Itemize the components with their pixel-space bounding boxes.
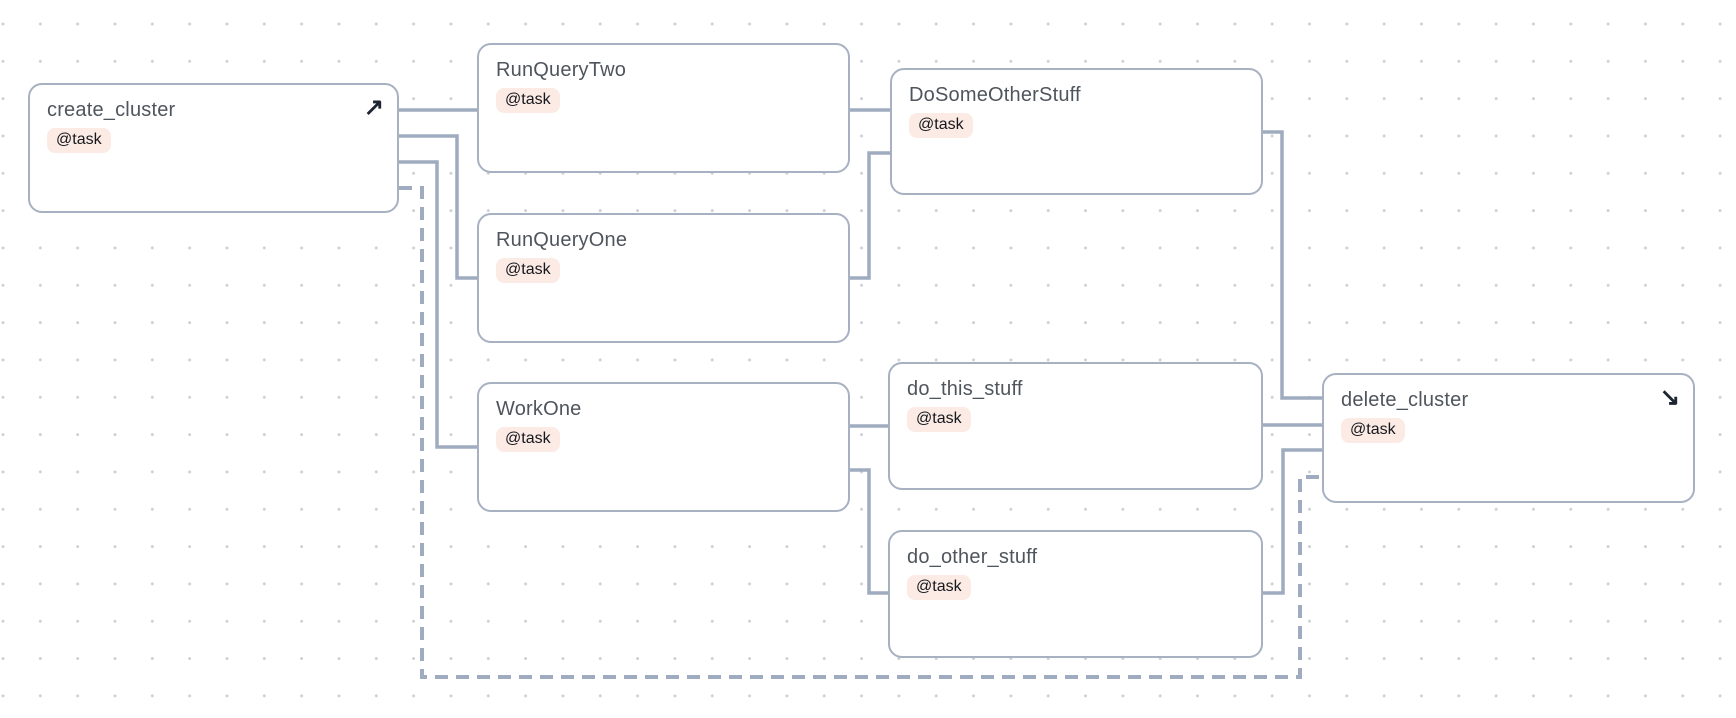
edge-create_cluster-to-RunQueryOne <box>399 134 477 280</box>
task-decorator-badge: @task <box>496 88 560 113</box>
task-title: DoSomeOtherStuff <box>909 84 1081 106</box>
task-decorator-badge: @task <box>47 128 111 153</box>
task-decorator-badge: @task <box>909 113 973 138</box>
task-title: RunQueryTwo <box>496 59 627 81</box>
task-node-delete-cluster[interactable]: delete_cluster @task ↘ <box>1322 373 1695 503</box>
task-title: delete_cluster <box>1341 389 1469 411</box>
edge-DoSomeOtherStuff-to-delete_cluster <box>1263 130 1322 400</box>
task-title: do_other_stuff <box>907 546 1038 568</box>
task-node-workone[interactable]: WorkOne @task <box>477 382 850 512</box>
task-title: do_this_stuff <box>907 378 1023 400</box>
task-node-runqueryone[interactable]: RunQueryOne @task <box>477 213 850 343</box>
task-node-do-other-stuff[interactable]: do_other_stuff @task <box>888 530 1263 658</box>
task-decorator-badge: @task <box>1341 418 1405 443</box>
edge-WorkOne-to-do_other_stuff <box>850 468 888 595</box>
task-node-do-this-stuff[interactable]: do_this_stuff @task <box>888 362 1263 490</box>
edge-RunQueryOne-to-DoSomeOtherStuff <box>850 151 890 280</box>
task-node-runquerytwo[interactable]: RunQueryTwo @task <box>477 43 850 173</box>
task-node-dosomeotherstuff[interactable]: DoSomeOtherStuff @task <box>890 68 1263 195</box>
task-decorator-badge: @task <box>907 407 971 432</box>
arrow-up-right-icon: ↗ <box>363 94 384 121</box>
edge-create_cluster-to-delete_cluster-dashed <box>399 186 1322 679</box>
arrow-down-right-icon: ↘ <box>1659 384 1680 411</box>
task-decorator-badge: @task <box>496 427 560 452</box>
task-node-create-cluster[interactable]: create_cluster @task ↗ <box>28 83 399 213</box>
task-title: create_cluster <box>47 99 176 121</box>
task-title: RunQueryOne <box>496 229 628 251</box>
task-decorator-badge: @task <box>496 258 560 283</box>
task-decorator-badge: @task <box>907 575 971 600</box>
edge-do_other_stuff-to-delete_cluster <box>1263 448 1322 595</box>
edge-create_cluster-to-WorkOne <box>399 160 477 449</box>
task-title: WorkOne <box>496 398 582 420</box>
